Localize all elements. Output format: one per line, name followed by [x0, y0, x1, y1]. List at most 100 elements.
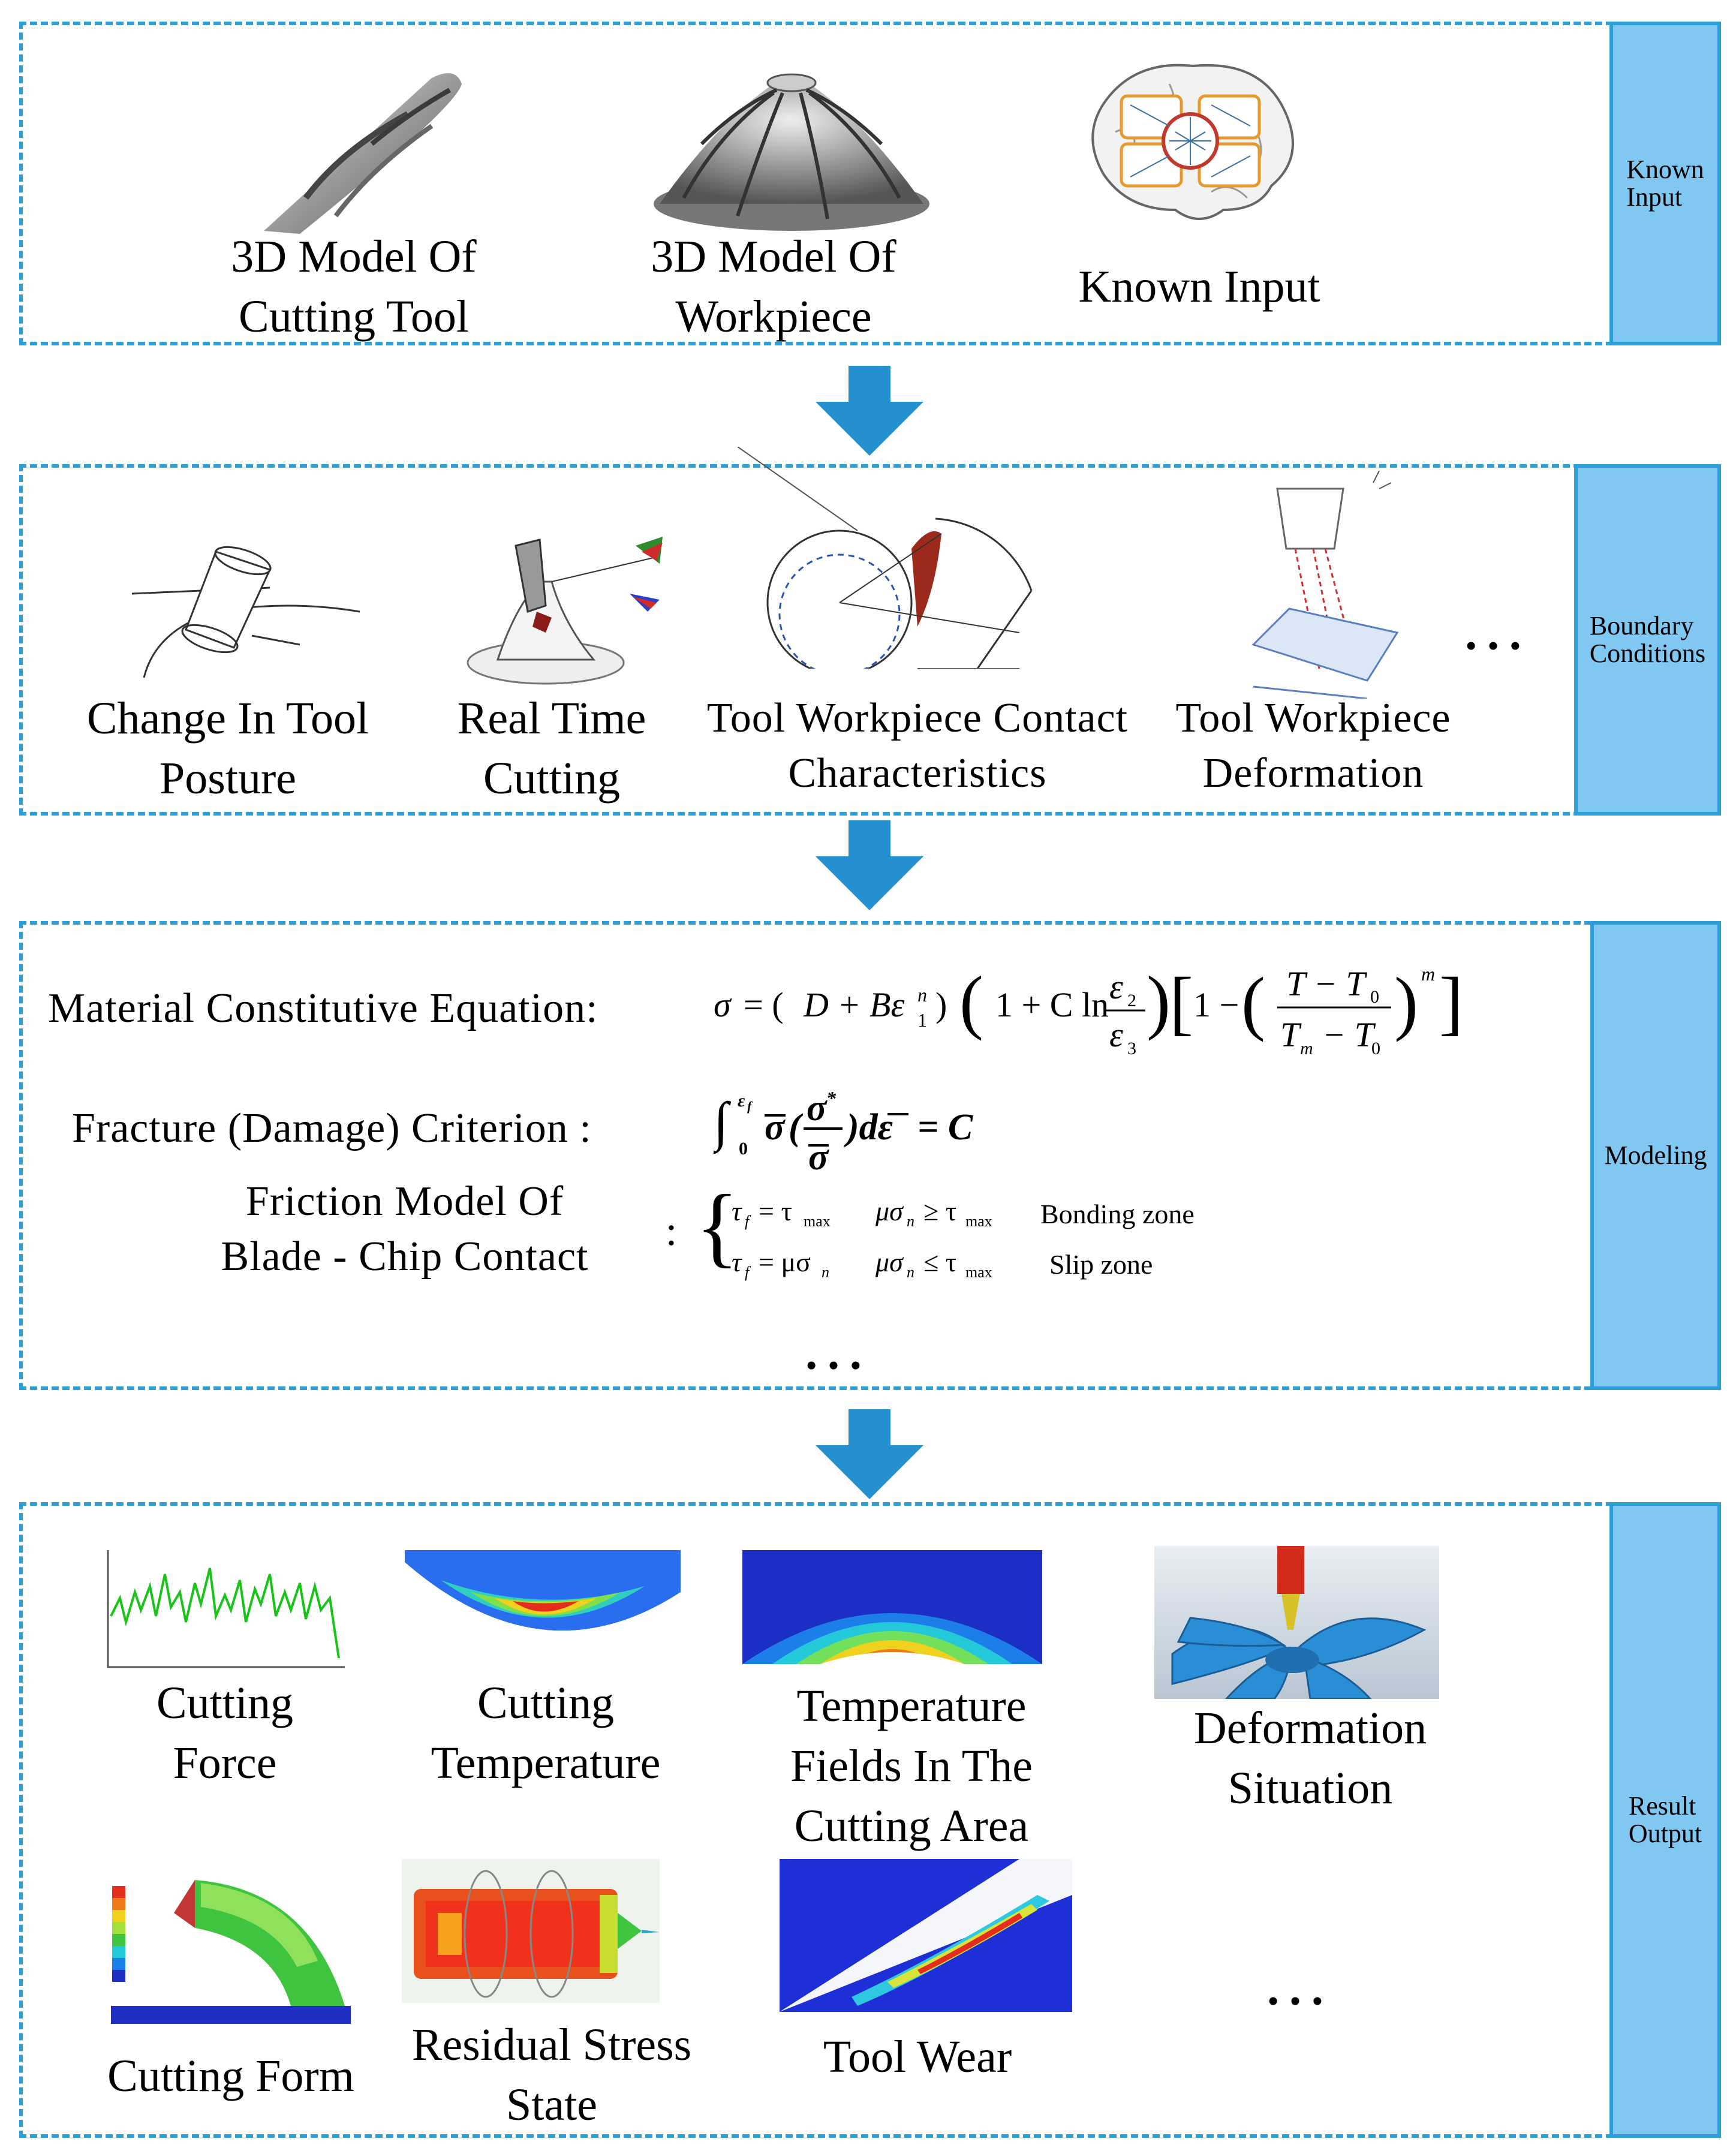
- svg-text:= (: = (: [744, 985, 784, 1024]
- svg-text:1: 1: [917, 1009, 927, 1031]
- constitutive-equation-label: Material Constitutive Equation:: [48, 985, 598, 1031]
- svg-text:(: (: [789, 1107, 804, 1148]
- brain-network-image: [1091, 64, 1294, 220]
- svg-text:n: n: [907, 1213, 914, 1230]
- deformation-situation-image: [1154, 1546, 1439, 1699]
- svg-text:= C: = C: [917, 1107, 973, 1148]
- svg-text:μσ: μσ: [875, 1196, 904, 1226]
- svg-text:max: max: [804, 1213, 831, 1230]
- svg-text:ε: ε: [1109, 1015, 1123, 1054]
- boundary-item-contact: Tool Workpiece Contact Characteristics: [706, 695, 1129, 796]
- slip-zone-label: Slip zone: [1049, 1249, 1153, 1280]
- modeling-ellipsis: …: [801, 1310, 867, 1383]
- cutting-force-plot-image: [102, 1550, 348, 1670]
- svg-text:2: 2: [1127, 991, 1136, 1010]
- svg-text:0: 0: [1371, 1039, 1380, 1058]
- workpiece-image: [654, 73, 929, 231]
- known-input-item-workpiece: 3D Model Of Workpiece: [651, 231, 896, 342]
- svg-text:σ: σ: [808, 1137, 829, 1178]
- tool-wear-image: [780, 1859, 1072, 2012]
- svg-text:1.: 1.: [1048, 1574, 1060, 1590]
- deformation-sketch-image: [1251, 471, 1399, 699]
- svg-text:T: T: [1280, 1015, 1302, 1054]
- cutting-temperature-image: [405, 1550, 681, 1640]
- svg-text:≥ τ: ≥ τ: [923, 1196, 956, 1226]
- svg-text:ε: ε: [738, 1091, 745, 1111]
- boundary-side-text: Boundary Conditions: [1589, 611, 1706, 668]
- svg-text:*: *: [826, 1087, 837, 1109]
- result-item-cutting-force: Cutting Force: [156, 1678, 294, 1788]
- result-item-cutting-temperature: Cutting Temperature: [431, 1678, 661, 1788]
- friction-colon: :: [665, 1208, 678, 1254]
- svg-text:σ: σ: [714, 985, 732, 1024]
- boundary-side-label: Boundary Conditions: [1574, 464, 1721, 816]
- result-side-label: Result Output: [1609, 1502, 1721, 2138]
- svg-text:τ: τ: [732, 1247, 742, 1277]
- modeling-side-label: Modeling: [1590, 921, 1721, 1390]
- svg-text:f: f: [745, 1263, 751, 1281]
- svg-text:m: m: [1421, 963, 1435, 985]
- svg-text:]: ]: [1439, 962, 1463, 1042]
- svg-text:2.: 2.: [1048, 1553, 1060, 1569]
- boundary-item-deformation: Tool Workpiece Deformation: [1175, 695, 1451, 796]
- svg-text:∫: ∫: [714, 1092, 732, 1154]
- svg-text:σ: σ: [765, 1107, 786, 1148]
- known-input-side-text: Known Input: [1626, 155, 1704, 212]
- svg-text:0: 0: [1370, 987, 1379, 1007]
- known-input-side-label: Known Input: [1609, 22, 1721, 345]
- svg-text:f: f: [745, 1213, 751, 1230]
- svg-text:= μσ: = μσ: [759, 1247, 811, 1277]
- result-side-text: Result Output: [1628, 1791, 1702, 1848]
- result-ellipsis: …: [1262, 1945, 1328, 2018]
- svg-text:): ): [1147, 961, 1171, 1041]
- cutting-tool-image: [264, 73, 462, 234]
- contact-geometry-image: [738, 447, 1033, 669]
- real-time-cutting-image: [467, 537, 663, 685]
- result-item-residual-stress: Residual Stress State: [411, 2020, 692, 2130]
- boundary-item-real-time: Real Time Cutting: [457, 693, 646, 804]
- svg-text:max: max: [965, 1213, 992, 1230]
- svg-text:≤ τ: ≤ τ: [923, 1247, 956, 1277]
- bonding-zone-label: Bonding zone: [1040, 1199, 1195, 1229]
- svg-text:[: [: [1169, 962, 1193, 1042]
- svg-text:T − T: T − T: [1286, 964, 1367, 1003]
- boundary-ellipsis: …: [1460, 590, 1526, 663]
- svg-text:0: 0: [739, 1139, 748, 1159]
- known-input-item-tool: 3D Model Of Cutting Tool: [231, 231, 477, 342]
- svg-text:− T: − T: [1322, 1015, 1376, 1054]
- svg-text:f: f: [747, 1099, 753, 1114]
- svg-text:8.: 8.: [1048, 1615, 1060, 1632]
- result-item-cutting-form: Cutting Form: [107, 2051, 354, 2101]
- svg-text:m: m: [1300, 1039, 1313, 1058]
- down-arrow-icon: [816, 820, 923, 910]
- svg-text:): ): [1394, 962, 1418, 1042]
- svg-text:n: n: [822, 1263, 829, 1281]
- svg-text:3: 3: [1127, 1039, 1136, 1058]
- svg-text:): ): [935, 985, 947, 1024]
- svg-text:n: n: [917, 984, 927, 1006]
- cutting-form-image: [111, 1871, 357, 2024]
- known-input-item-known: Known Input: [1078, 261, 1320, 312]
- svg-text:1 + C ln: 1 + C ln: [995, 985, 1109, 1024]
- fracture-criterion-label: Fracture (Damage) Criterion :: [72, 1105, 592, 1151]
- down-arrow-icon: [816, 366, 923, 456]
- residual-stress-image: [402, 1859, 660, 2003]
- svg-text:= τ: = τ: [759, 1196, 792, 1226]
- svg-text:(: (: [959, 961, 983, 1041]
- svg-text:)dε: )dε: [844, 1107, 893, 1148]
- modeling-side-text: Modeling: [1604, 1141, 1707, 1170]
- temperature-field-image: 2. 1. 1. 8.: [742, 1550, 1072, 1664]
- svg-text:(: (: [1241, 962, 1265, 1042]
- svg-text:{: {: [696, 1184, 739, 1276]
- svg-text:ε: ε: [1109, 967, 1123, 1006]
- svg-text:μσ: μσ: [875, 1247, 904, 1277]
- svg-text:1.: 1.: [1048, 1595, 1060, 1611]
- svg-text:n: n: [907, 1263, 914, 1281]
- down-arrow-icon: [816, 1409, 923, 1499]
- svg-text:max: max: [965, 1263, 992, 1281]
- svg-text:σ: σ: [807, 1088, 828, 1129]
- svg-text:τ: τ: [732, 1196, 742, 1226]
- result-item-tool-wear: Tool Wear: [823, 2032, 1012, 2082]
